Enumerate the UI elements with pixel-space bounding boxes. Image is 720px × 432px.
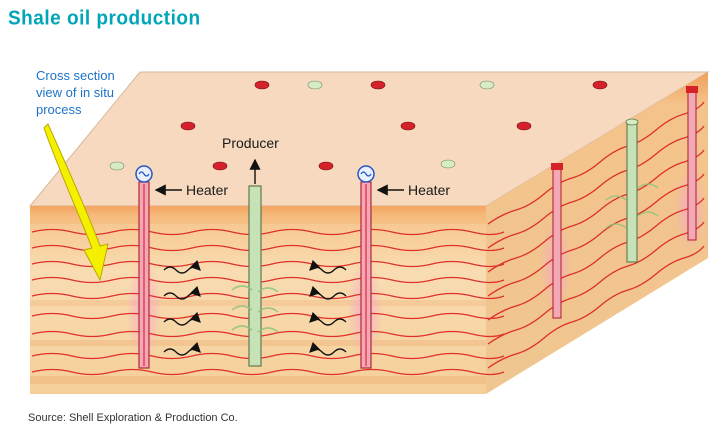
side-face (486, 72, 708, 394)
callout-line-2: view of in situ (36, 85, 114, 100)
side-strata-lines (487, 101, 705, 369)
source-credit: Source: Shell Exploration & Production C… (28, 412, 238, 424)
producer-well-marker (440, 159, 456, 169)
diagram-title: Shale oil production (8, 7, 201, 30)
heater-well-marker (400, 121, 416, 131)
heater-well-marker (592, 80, 608, 90)
producer-well (231, 158, 279, 367)
callout-arrow-icon (43, 123, 109, 282)
producer-label: Producer (222, 135, 279, 151)
heater-well-marker (180, 121, 196, 131)
heater-well-marker (254, 80, 270, 90)
side-heater-well-2 (686, 86, 698, 241)
heater-well-left (135, 165, 153, 369)
heater-well-marker (318, 161, 334, 171)
flow-arrow-icon (163, 259, 201, 356)
heater-well-marker (370, 80, 386, 90)
side-producer-well (605, 118, 659, 263)
callout-line-3: process (36, 102, 82, 117)
flow-arrow-icon (309, 259, 347, 356)
heater-well-marker (212, 161, 228, 171)
heater-well-marker (516, 121, 532, 131)
heater-well-right (357, 165, 375, 369)
callout-line-1: Cross section (36, 68, 115, 83)
surface-well-markers (109, 80, 608, 171)
producer-well-marker (479, 80, 495, 90)
heater-label-right: Heater (408, 182, 450, 198)
producer-well-marker (109, 161, 125, 171)
producer-well-marker (307, 80, 323, 90)
side-heater-well-1 (551, 163, 563, 319)
flow-arrows (163, 259, 347, 356)
heater-label-left: Heater (186, 182, 228, 198)
strata-lines (31, 228, 505, 376)
